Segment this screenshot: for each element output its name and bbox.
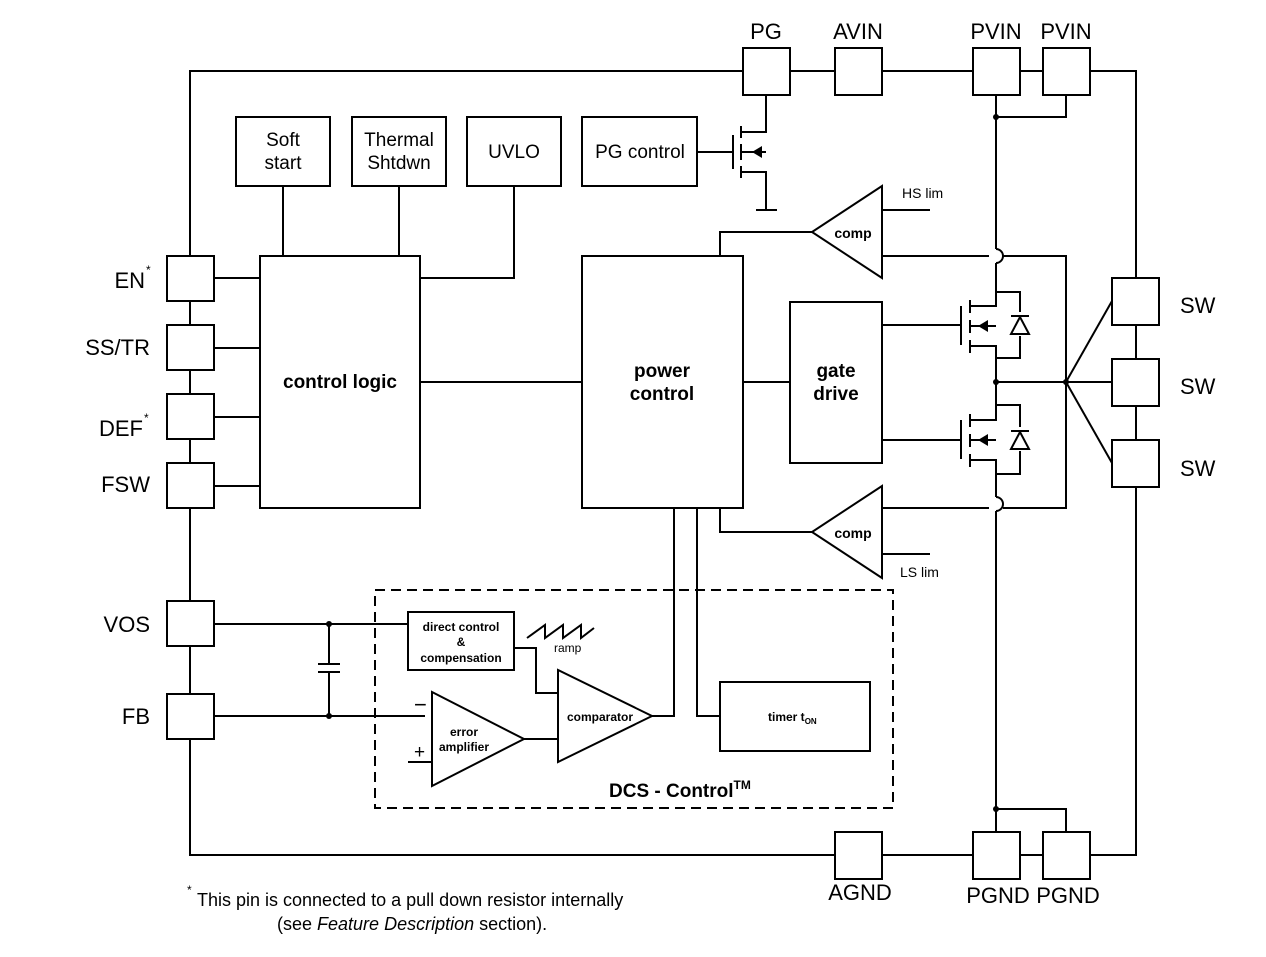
pin-pgnd-2: PGND <box>1036 831 1100 908</box>
pin-def-label: DEF <box>99 416 143 441</box>
footnote-line-2: (see Feature Description section). <box>277 914 547 934</box>
pin-pvin-2-label: PVIN <box>1040 19 1091 44</box>
gate-drive-label-2: drive <box>813 384 858 405</box>
pg-control-label: PG control <box>595 142 685 163</box>
dcs-comparator: comparator <box>514 508 675 764</box>
power-control-block: power control <box>581 255 744 509</box>
pin-pgnd-2-label: PGND <box>1036 883 1100 908</box>
pin-def: DEF * <box>99 393 215 441</box>
dcs-control-main: DCS - Control <box>609 781 734 802</box>
ls-lim-label: LS lim <box>900 564 939 580</box>
pin-sw-3: SW <box>1111 439 1216 488</box>
pin-pvin-1-label: PVIN <box>970 19 1021 44</box>
pin-sw-1-label: SW <box>1180 293 1216 318</box>
dcs-control-tm: TM <box>734 778 751 792</box>
comp-bottom: comp LS lim <box>719 484 939 580</box>
power-control-label-1: power <box>634 361 691 382</box>
power-rail <box>993 95 1067 832</box>
pg-mosfet <box>697 95 777 211</box>
pin-ss-tr-label: SS/TR <box>85 335 150 360</box>
soft-start-label-1: Soft <box>266 130 301 151</box>
pin-sw-3-label: SW <box>1180 456 1216 481</box>
pin-agnd-label: AGND <box>828 880 892 905</box>
pg-control-block: PG control <box>581 116 698 187</box>
comparator-label: comparator <box>567 710 633 724</box>
timer-label: timer tON <box>768 710 817 726</box>
gate-drive-label-1: gate <box>816 361 855 382</box>
pin-ss-tr: SS/TR <box>85 324 215 371</box>
pin-pg-label: PG <box>750 19 782 44</box>
pin-en: EN * <box>114 255 215 302</box>
footnote-star: * <box>187 883 192 897</box>
pin-fb: FB <box>122 693 215 740</box>
footnote: * This pin is connected to a pull down r… <box>187 883 623 934</box>
thermal-shutdown-block: Thermal Shtdwn <box>351 116 447 187</box>
footnote-line-2-pre: (see <box>277 914 317 934</box>
pin-sw-1: SW <box>1111 277 1216 326</box>
direct-control-label-2: & <box>457 635 466 649</box>
pin-def-asterisk: * <box>144 411 149 425</box>
pin-en-asterisk: * <box>146 263 151 277</box>
error-amplifier: error amplifier − + <box>408 690 558 788</box>
direct-control-label-3: compensation <box>420 651 501 665</box>
pin-pgnd-1-label: PGND <box>966 883 1030 908</box>
pin-en-label: EN <box>114 268 145 293</box>
dcs-control-label: DCS - ControlTM <box>609 778 751 802</box>
footnote-line-1: This pin is connected to a pull down res… <box>197 890 623 910</box>
high-side-mosfet <box>882 291 1031 359</box>
pin-avin: AVIN <box>833 19 883 96</box>
uvlo-block: UVLO <box>466 116 562 187</box>
pin-avin-label: AVIN <box>833 19 883 44</box>
comp-top-label: comp <box>834 225 871 241</box>
pin-pg: PG <box>742 19 791 96</box>
thermal-label-2: Shtdwn <box>367 153 430 174</box>
footnote-line-2-italic: Feature Description <box>317 914 474 934</box>
pin-pvin-1: PVIN <box>970 19 1022 96</box>
pin-fsw-label: FSW <box>101 472 150 497</box>
footnote-line-2-post: section). <box>474 914 547 934</box>
pin-vos-label: VOS <box>104 612 150 637</box>
thermal-label-1: Thermal <box>364 130 434 151</box>
error-amp-plus: + <box>414 742 425 763</box>
pin-pgnd-1: PGND <box>966 831 1030 908</box>
power-control-label-2: control <box>630 384 694 405</box>
timer-block: timer tON <box>696 508 871 752</box>
uvlo-label: UVLO <box>488 142 540 163</box>
control-logic-label: control logic <box>283 372 397 393</box>
pin-fb-label: FB <box>122 704 150 729</box>
direct-control-label-1: direct control <box>423 620 500 634</box>
direct-control-block: direct control & compensation <box>407 611 515 671</box>
pin-pvin-2: PVIN <box>1040 19 1092 96</box>
error-amp-minus: − <box>414 692 427 717</box>
control-logic-block: control logic <box>259 255 421 509</box>
pin-sw-2-label: SW <box>1180 374 1216 399</box>
dcs-control-region <box>374 589 894 809</box>
pin-sw-2: SW <box>1111 358 1216 407</box>
error-amp-label-2: amplifier <box>439 740 489 754</box>
timer-label-main: timer t <box>768 710 805 724</box>
pin-vos: VOS <box>104 600 215 647</box>
pin-agnd: AGND <box>828 831 892 905</box>
timer-label-sub: ON <box>805 717 817 726</box>
comp-top: comp HS lim <box>719 184 943 280</box>
hs-lim-label: HS lim <box>902 185 943 201</box>
soft-start-block: Soft start <box>235 116 331 187</box>
pin-fsw: FSW <box>101 462 215 509</box>
low-side-mosfet <box>882 403 1031 475</box>
gate-drive-block: gate drive <box>789 301 883 464</box>
comp-bottom-label: comp <box>834 525 871 541</box>
soft-start-label-2: start <box>265 153 303 174</box>
error-amp-label-1: error <box>450 725 478 739</box>
ramp-label: ramp <box>554 641 582 655</box>
feedforward-capacitor <box>318 621 340 719</box>
ramp-symbol: ramp <box>526 623 595 655</box>
